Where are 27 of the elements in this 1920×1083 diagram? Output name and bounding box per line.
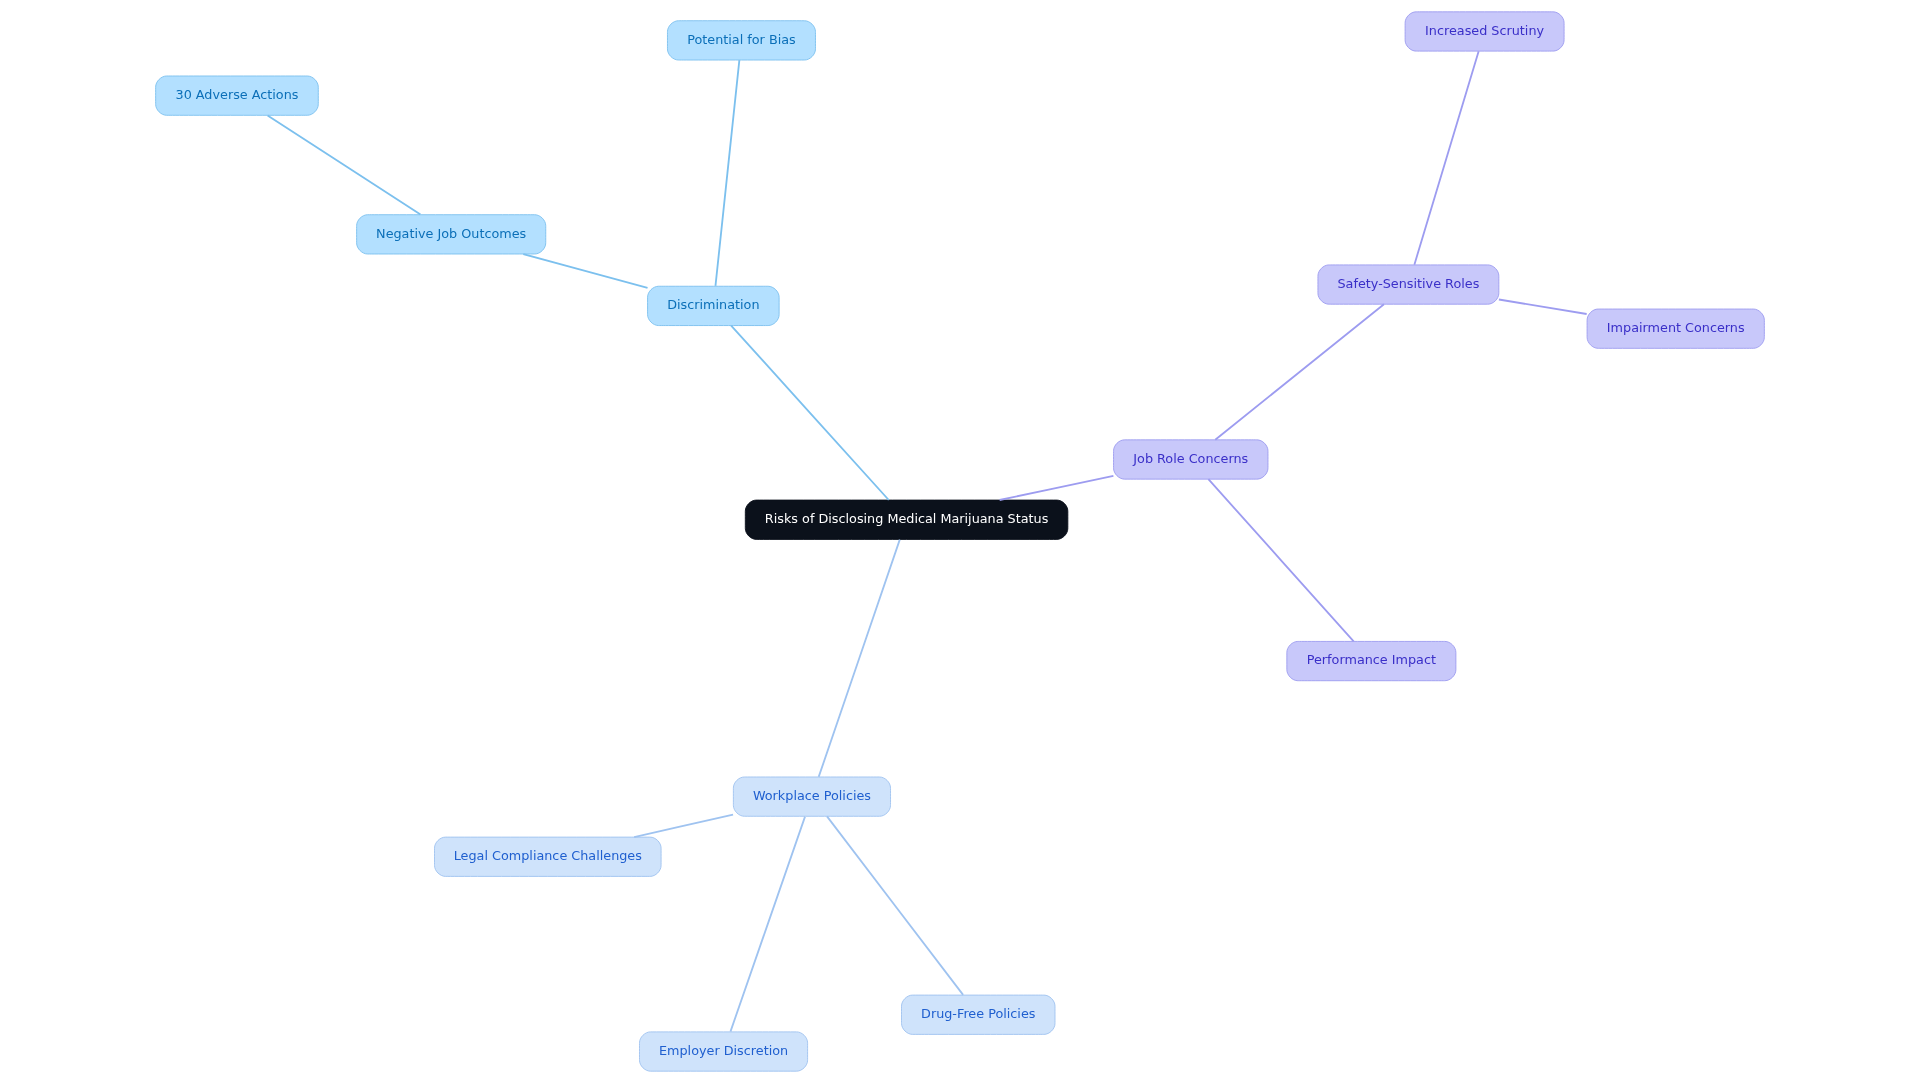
node-box: Risks of Disclosing Medical Marijuana Status [744,499,1069,540]
connector [522,253,649,289]
connector [826,815,965,996]
connector [817,538,901,778]
connector [998,474,1115,501]
node-box: Workplace Policies [732,776,891,817]
connector [730,324,890,501]
connector [1413,50,1480,266]
node-box: Legal Compliance Challenges [434,836,662,877]
node-box: Job Role Concerns [1113,439,1269,480]
node-box: 30 Adverse Actions [155,75,319,116]
node-box: Negative Job Outcomes [356,214,547,255]
connector [1207,478,1355,643]
node-box: Discrimination [647,285,780,326]
connector [714,59,741,287]
node-box: Potential for Bias [667,20,816,61]
connector [1214,303,1385,441]
node-box: Drug-Free Policies [901,994,1056,1035]
connector [266,114,422,216]
connector [729,815,806,1033]
node-box: Increased Scrutiny [1404,11,1565,52]
node-box: Safety-Sensitive Roles [1317,264,1500,305]
node-box: Performance Impact [1286,640,1457,682]
connector [1498,298,1588,315]
connector [633,813,734,839]
node-box: Impairment Concerns [1586,308,1765,349]
node-box: Employer Discretion [639,1031,809,1072]
